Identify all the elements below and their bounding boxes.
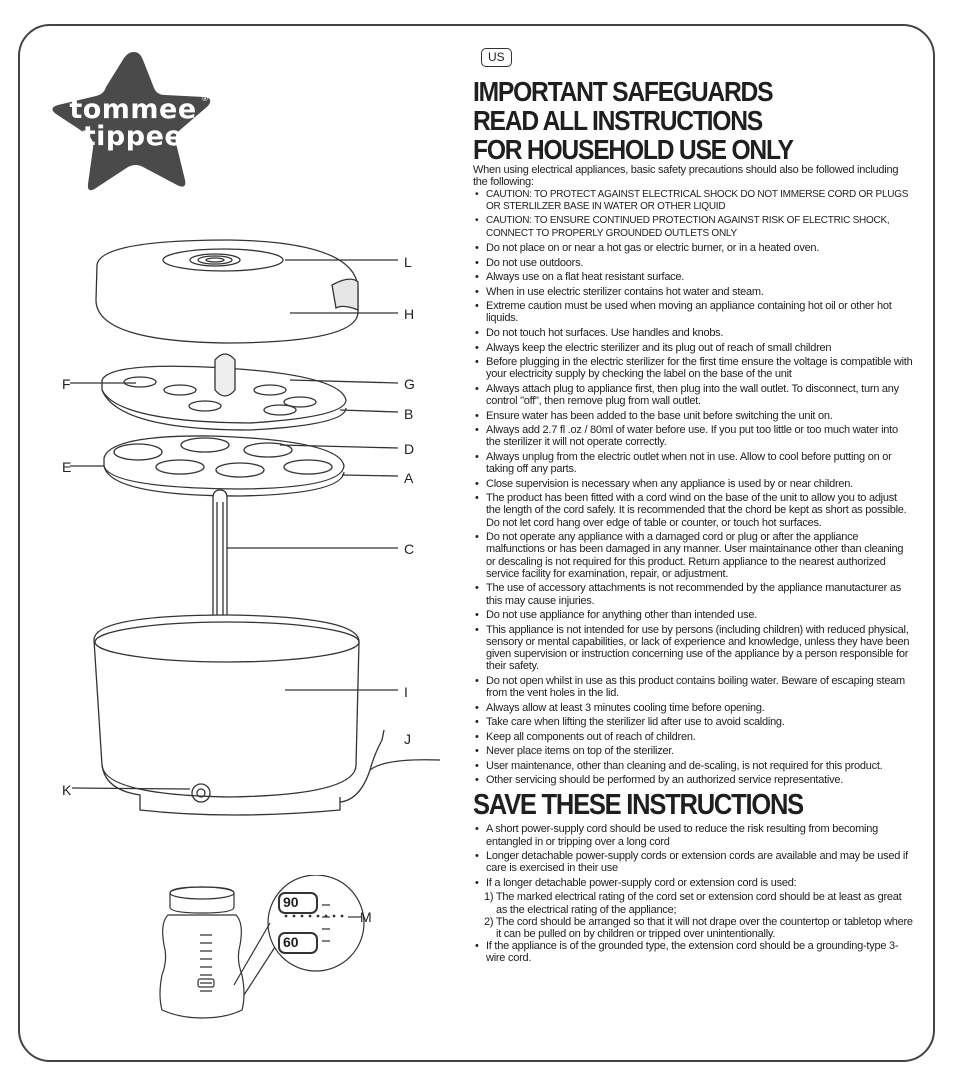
sterilizer-exploded-view xyxy=(70,239,441,816)
label-G: G xyxy=(404,376,415,392)
safeguard-item: The product has been fitted with a cord … xyxy=(473,492,913,529)
list-item: A short power-supply cord should be used… xyxy=(473,823,913,847)
safeguard-item: Always unplug from the electric outlet w… xyxy=(473,451,913,475)
heading-line-1: IMPORTANT SAFEGUARDS xyxy=(473,76,774,107)
brand-line2: tippee xyxy=(82,121,184,152)
label-K: K xyxy=(62,782,72,798)
safeguard-item: Close supervision is necessary when any … xyxy=(473,478,913,490)
label-D: D xyxy=(404,441,415,457)
safeguard-item: Take care when lifting the sterilizer li… xyxy=(473,716,913,728)
brand-line1: tommee xyxy=(69,94,197,125)
safeguard-item: Do not operate any appliance with a dama… xyxy=(473,531,913,580)
list-item: Longer detachable power-supply cords or … xyxy=(473,850,913,874)
safeguard-item: Never place items on top of the steriliz… xyxy=(473,745,913,757)
safeguards-list: CAUTION: TO PROTECT AGAINST ELECTRICAL S… xyxy=(473,189,913,787)
heading-line-3: FOR HOUSEHOLD USE ONLY xyxy=(473,134,794,165)
registered-mark: ® xyxy=(202,94,208,103)
star-shape xyxy=(52,52,211,191)
label-E: E xyxy=(62,459,72,475)
safeguard-item: Before plugging in the electric steriliz… xyxy=(473,356,913,380)
main-heading: IMPORTANT SAFEGUARDS READ ALL INSTRUCTIO… xyxy=(473,77,860,164)
safeguard-item: When in use electric sterilizer contains… xyxy=(473,286,913,298)
safeguard-item: CAUTION: TO PROTECT AGAINST ELECTRICAL S… xyxy=(473,189,913,213)
heading-line-2: READ ALL INSTRUCTIONS xyxy=(473,105,763,136)
list-item: If the appliance is of the grounded type… xyxy=(473,940,913,964)
save-heading: SAVE THESE INSTRUCTIONS xyxy=(473,789,804,822)
safeguard-item: Do not use outdoors. xyxy=(473,257,913,269)
label-L: L xyxy=(404,254,412,270)
label-I: I xyxy=(404,684,408,700)
label-H: H xyxy=(404,306,415,322)
label-B: B xyxy=(404,406,414,422)
safeguard-item: Do not touch hot surfaces. Use handles a… xyxy=(473,327,913,339)
save-list-end: If the appliance is of the grounded type… xyxy=(473,940,913,964)
intro-text: When using electrical appliances, basic … xyxy=(473,164,899,189)
label-J: J xyxy=(404,731,411,747)
safeguard-item: Extreme caution must be used when moving… xyxy=(473,300,913,324)
label-M: M xyxy=(360,909,372,925)
safeguard-item: This appliance is not intended for use b… xyxy=(473,624,913,673)
safeguard-item: Always keep the electric sterilizer and … xyxy=(473,342,913,354)
bottle-mark-60: 60 xyxy=(283,934,299,950)
brand-logo: tommee tippee ® xyxy=(48,48,218,198)
safeguard-item: Always add 2.7 fl .oz / 80ml of water be… xyxy=(473,424,913,448)
safeguard-item: CAUTION: TO ENSURE CONTINUED PROTECTION … xyxy=(473,215,913,239)
label-A: A xyxy=(404,470,414,486)
safeguard-item: Always attach plug to appliance first, t… xyxy=(473,383,913,407)
safeguard-item: Do not open whilst in use as this produc… xyxy=(473,675,913,699)
list-item: If a longer detachable power-supply cord… xyxy=(473,877,913,889)
save-list: A short power-supply cord should be used… xyxy=(473,823,913,889)
safeguard-item: Do not use appliance for anything other … xyxy=(473,609,913,621)
instructions-column: US IMPORTANT SAFEGUARDS READ ALL INSTRUC… xyxy=(473,48,913,965)
bottle-illustration xyxy=(159,875,365,1019)
sub-item: 2) The cord should be arranged so that i… xyxy=(484,915,913,940)
label-F: F xyxy=(62,376,71,392)
region-badge: US xyxy=(481,48,512,67)
label-C: C xyxy=(404,541,415,557)
safeguard-item: Keep all components out of reach of chil… xyxy=(473,731,913,743)
safeguard-item: Always use on a flat heat resistant surf… xyxy=(473,271,913,283)
sub-list: 1) The marked electrical rating of the c… xyxy=(473,891,913,940)
safeguard-item: Always allow at least 3 minutes cooling … xyxy=(473,702,913,714)
bottle-detail: 90 60 M xyxy=(150,875,380,1025)
safeguard-item: Ensure water has been added to the base … xyxy=(473,410,913,422)
safeguard-item: Do not place on or near a hot gas or ele… xyxy=(473,242,913,254)
safeguard-item: User maintenance, other than cleaning an… xyxy=(473,760,913,772)
bottle-mark-90: 90 xyxy=(283,894,299,910)
safeguard-item: Other servicing should be performed by a… xyxy=(473,774,913,786)
safeguard-item: The use of accessory attachments is not … xyxy=(473,582,913,606)
page-border xyxy=(18,24,935,1062)
sub-item: 1) The marked electrical rating of the c… xyxy=(484,891,902,916)
